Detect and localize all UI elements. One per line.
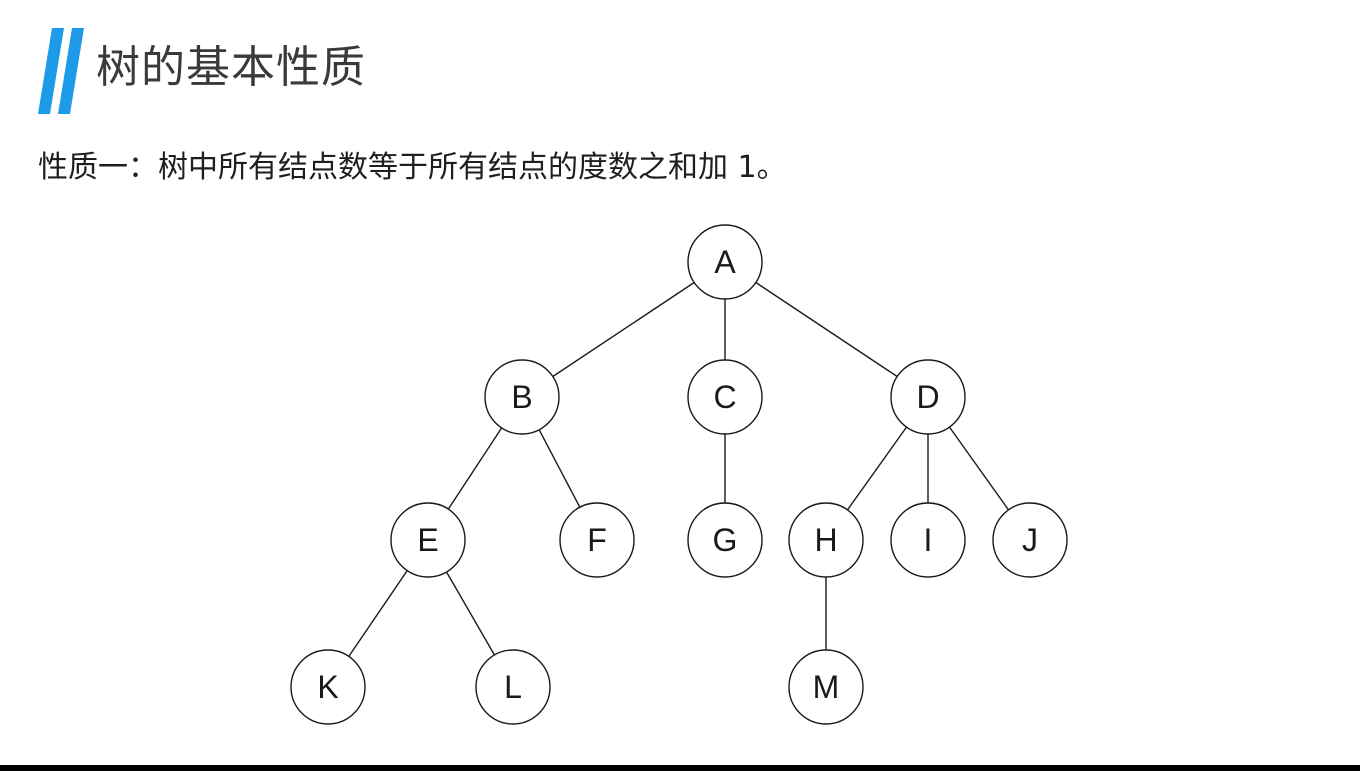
node-circle bbox=[475, 649, 551, 725]
tree-node-c: C bbox=[687, 359, 763, 435]
node-label: K bbox=[317, 669, 338, 705]
node-circle bbox=[390, 502, 466, 578]
node-label: J bbox=[1022, 522, 1038, 558]
title-accent-marker bbox=[38, 28, 84, 114]
tree-node-j: J bbox=[992, 502, 1068, 578]
tree-node-f: F bbox=[559, 502, 635, 578]
node-label: G bbox=[713, 522, 738, 558]
tree-node-m: M bbox=[788, 649, 864, 725]
node-label: M bbox=[813, 669, 840, 705]
slide-title: 树的基本性质 bbox=[96, 42, 366, 93]
tree-node-g: G bbox=[687, 502, 763, 578]
node-label: C bbox=[713, 379, 736, 415]
edge-b-e bbox=[447, 427, 503, 510]
tree-nodes: A B C D E F G H I J K L M bbox=[290, 224, 1068, 725]
tree-node-a: A bbox=[687, 224, 763, 300]
edge-b-f bbox=[538, 429, 581, 508]
node-label: D bbox=[916, 379, 939, 415]
tree-edges bbox=[348, 281, 1010, 657]
bottom-divider bbox=[0, 765, 1360, 771]
node-circle bbox=[890, 502, 966, 578]
tree-node-b: B bbox=[484, 359, 560, 435]
node-circle bbox=[290, 649, 366, 725]
edge-a-b bbox=[552, 281, 695, 378]
node-circle bbox=[788, 649, 864, 725]
node-circle bbox=[559, 502, 635, 578]
edge-a-d bbox=[755, 281, 898, 378]
node-label: A bbox=[714, 244, 736, 280]
accent-stripe-right bbox=[58, 28, 84, 114]
property-statement: 性质一：树中所有结点数等于所有结点的度数之和加 1。 bbox=[38, 150, 787, 185]
node-label: L bbox=[504, 669, 522, 705]
tree-node-e: E bbox=[390, 502, 466, 578]
node-label: H bbox=[814, 522, 837, 558]
node-circle bbox=[687, 502, 763, 578]
node-circle bbox=[484, 359, 560, 435]
tree-node-k: K bbox=[290, 649, 366, 725]
edge-e-k bbox=[348, 570, 408, 657]
node-label: F bbox=[587, 522, 607, 558]
edge-d-h bbox=[846, 426, 908, 511]
edge-d-j bbox=[948, 426, 1010, 511]
tree-node-l: L bbox=[475, 649, 551, 725]
accent-stripe-left bbox=[38, 28, 64, 114]
node-circle bbox=[788, 502, 864, 578]
node-label: I bbox=[924, 522, 933, 558]
node-circle bbox=[992, 502, 1068, 578]
node-circle bbox=[687, 359, 763, 435]
edge-e-l bbox=[445, 571, 496, 656]
node-label: E bbox=[417, 522, 438, 558]
tree-node-d: D bbox=[890, 359, 966, 435]
node-circle bbox=[687, 224, 763, 300]
node-circle bbox=[890, 359, 966, 435]
tree-node-i: I bbox=[890, 502, 966, 578]
node-label: B bbox=[511, 379, 532, 415]
tree-node-h: H bbox=[788, 502, 864, 578]
